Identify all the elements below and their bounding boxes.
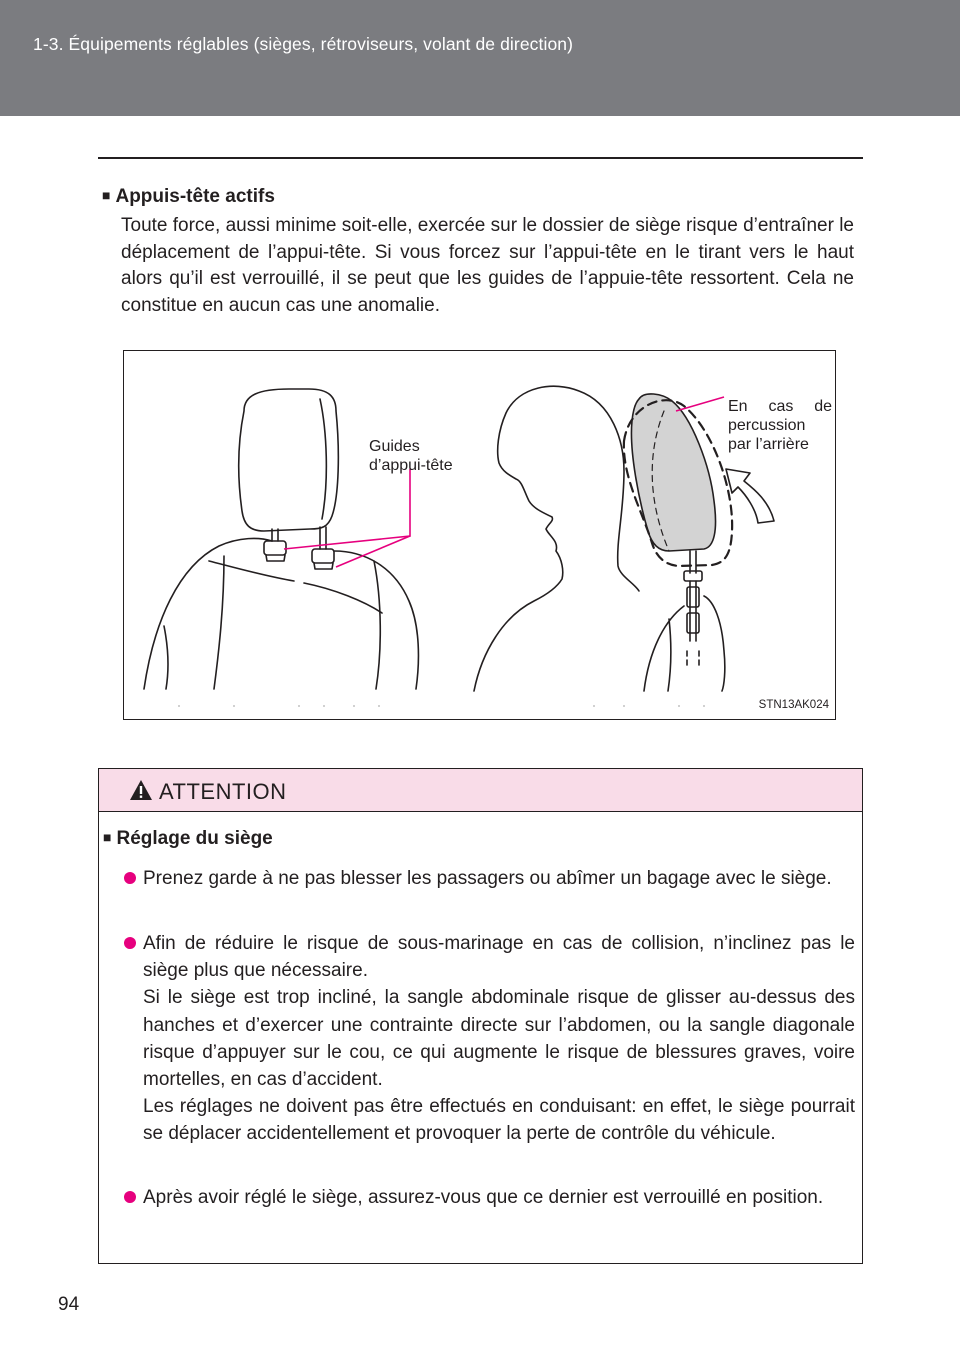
- square-bullet-icon: ■: [102, 187, 111, 203]
- section-rule: [98, 157, 863, 159]
- label-rear-impact: En cas de percussion par l’arrière: [728, 398, 832, 453]
- movement-arrow-icon: [725, 468, 775, 524]
- left-guide-1: [263, 540, 287, 556]
- header-band: 1-3. Équipements réglables (sièges, rétr…: [0, 0, 960, 116]
- person-silhouette: [473, 385, 640, 692]
- registration-marks: [178, 705, 705, 707]
- left-headrest: [238, 388, 340, 532]
- figure-code: STN13AK024: [758, 699, 829, 711]
- right-headrest: [630, 393, 717, 552]
- section-heading: ■Appuis-tête actifs: [102, 186, 275, 208]
- section-heading-text: Appuis-tête actifs: [115, 186, 275, 207]
- attention-bullet-2: Afin de réduire le risque de sous-marina…: [124, 930, 855, 1148]
- page-number: 94: [58, 1294, 80, 1315]
- warning-triangle-icon: [130, 780, 152, 800]
- attention-box: ATTENTION: [98, 768, 863, 1264]
- bullet-dot-icon: [124, 937, 136, 949]
- bullet-text: Si le siège est trop incliné, la sangle …: [143, 987, 855, 1091]
- square-bullet-icon: ■: [103, 829, 112, 845]
- attention-subheading-text: Réglage du siège: [116, 828, 273, 849]
- left-guide-2: [311, 548, 335, 564]
- attention-title: ATTENTION: [159, 779, 287, 804]
- bullet-text: Afin de réduire le risque de sous-marina…: [143, 933, 855, 982]
- attention-bullet-3: Après avoir réglé le siège, assurez-vous…: [124, 1184, 855, 1211]
- left-seatback: [143, 537, 420, 690]
- attention-bullet-1: Prenez garde à ne pas blesser les passag…: [124, 865, 855, 892]
- section-paragraph: Toute force, aussi minime soit-elle, exe…: [121, 215, 854, 316]
- headrest-drawing: [143, 385, 775, 707]
- bullet-text: Après avoir réglé le siège, assurez-vous…: [143, 1187, 824, 1208]
- right-headrest-moved: [622, 399, 734, 568]
- bullet-text: Les réglages ne doivent pas être effectu…: [143, 1096, 855, 1145]
- bullet-dot-icon: [124, 872, 136, 884]
- headrest-illustration: Guides d’appui-tête En cas de percussion…: [123, 350, 836, 720]
- label-guides: Guides d’appui-tête: [369, 438, 453, 474]
- bullet-dot-icon: [124, 1191, 136, 1203]
- bullet-text: Prenez garde à ne pas blesser les passag…: [143, 868, 832, 889]
- attention-header: ATTENTION: [99, 769, 862, 812]
- attention-subheading: ■Réglage du siège: [103, 828, 273, 850]
- chapter-title: 1-3. Équipements réglables (sièges, rétr…: [33, 34, 574, 54]
